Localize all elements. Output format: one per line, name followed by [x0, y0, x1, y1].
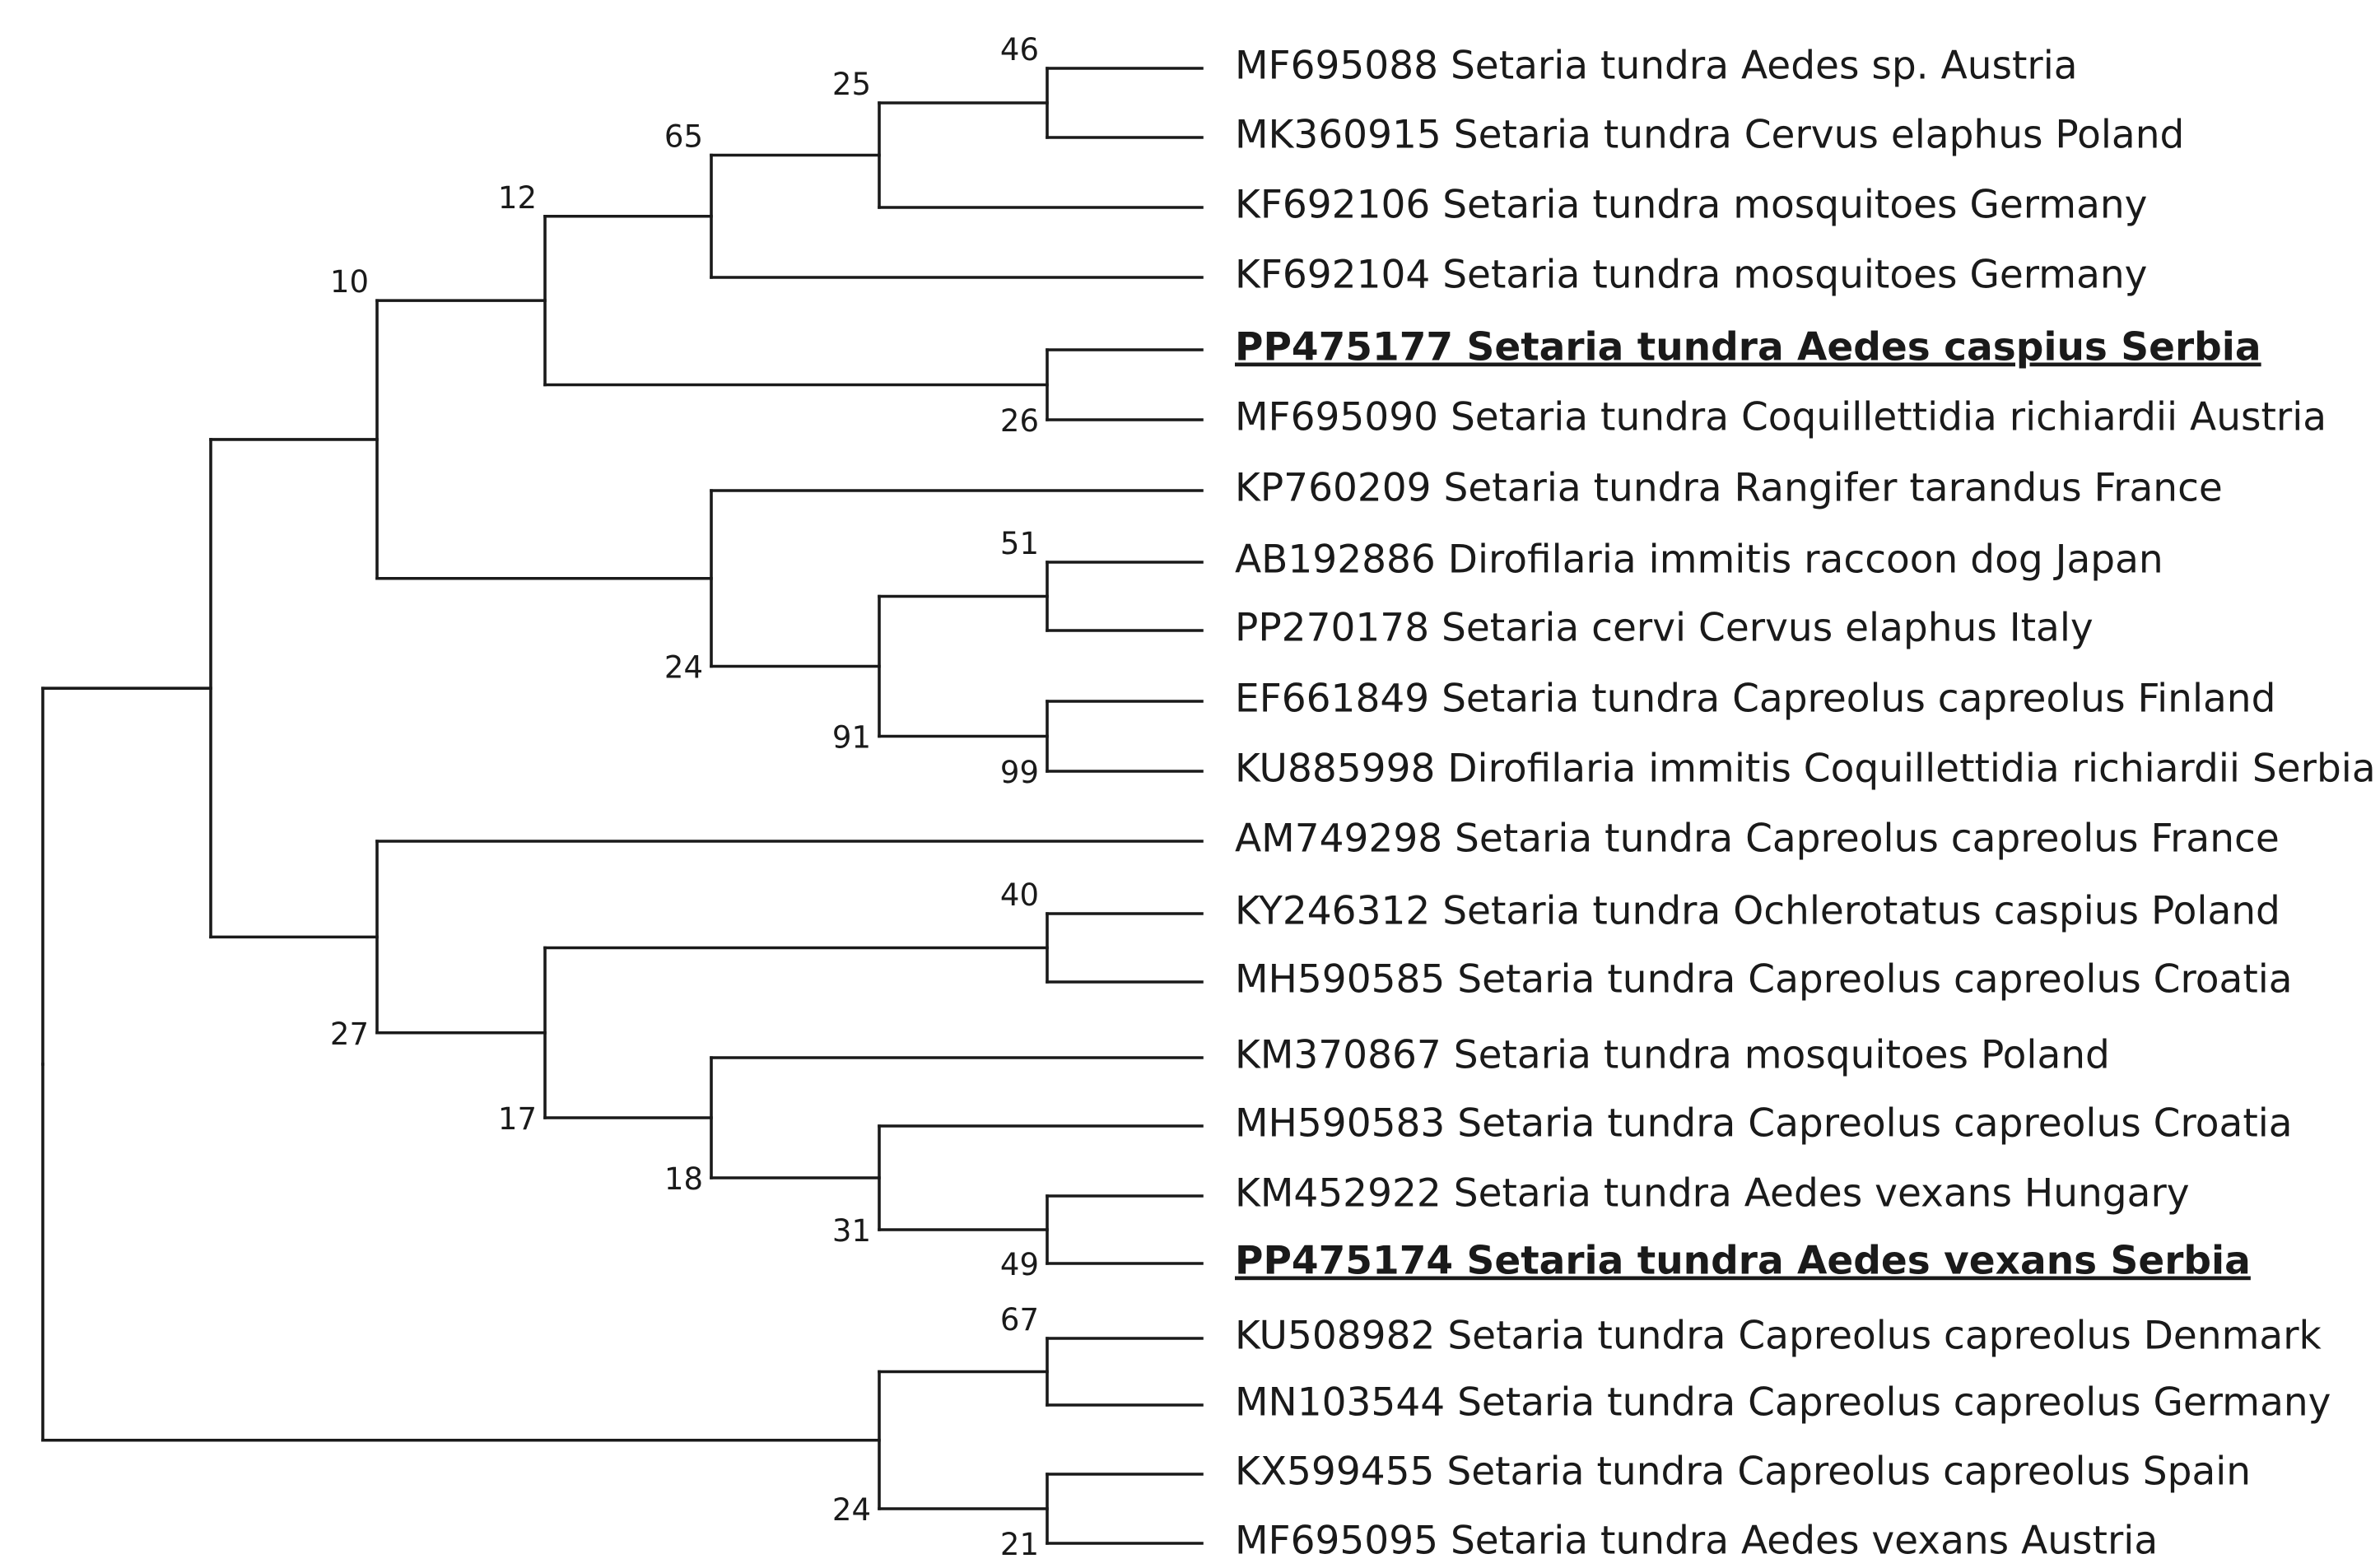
bootstrap-value: 18	[664, 1161, 703, 1197]
bootstrap-value: 24	[664, 650, 703, 686]
taxon-label: KX599455 Setaria tundra Capreolus capreo…	[1235, 1449, 2251, 1495]
taxon-label: MK360915 Setaria tundra Cervus elaphus P…	[1235, 113, 2184, 158]
taxon-label: KP760209 Setaria tundra Rangifer tarandu…	[1235, 466, 2223, 511]
bootstrap-value: 17	[498, 1101, 537, 1137]
bootstrap-value: 99	[1000, 755, 1039, 790]
taxon-label: MN103544 Setaria tundra Capreolus capreo…	[1235, 1380, 2331, 1426]
tree-branches	[41, 67, 1204, 1545]
bootstrap-value: 51	[1000, 526, 1039, 561]
taxon-labels: MF695088 Setaria tundra Aedes sp. Austri…	[1235, 44, 2376, 1564]
bootstrap-value: 26	[1000, 403, 1039, 439]
bootstrap-value: 91	[832, 720, 871, 756]
bootstrap-value: 12	[498, 180, 537, 216]
taxon-label: PP270178 Setaria cervi Cervus elaphus It…	[1235, 606, 2094, 651]
bootstrap-value: 21	[1000, 1527, 1039, 1562]
bootstrap-value: 25	[832, 67, 871, 102]
taxon-label: KM452922 Setaria tundra Aedes vexans Hun…	[1235, 1171, 2190, 1217]
bootstrap-value: 27	[330, 1017, 369, 1052]
taxon-label: MH590583 Setaria tundra Capreolus capreo…	[1235, 1101, 2293, 1147]
bootstrap-values: 46 25 65 26 12 51 99 91 24 10 40 49 31 18 17 27 67 21 24	[330, 32, 1039, 1562]
taxon-label: MF695090 Setaria tundra Coquillettidia r…	[1235, 395, 2326, 440]
taxon-label: MH590585 Setaria tundra Capreolus capreo…	[1235, 957, 2293, 1003]
bootstrap-value: 31	[832, 1213, 871, 1249]
taxon-label: AB192886 Dirofilaria immitis raccoon dog…	[1235, 537, 2163, 583]
bootstrap-value: 49	[1000, 1247, 1039, 1282]
taxon-label: KF692106 Setaria tundra mosquitoes Germa…	[1235, 183, 2147, 228]
bootstrap-value: 46	[1000, 32, 1039, 67]
taxon-label: KU885998 Dirofilaria immitis Coquilletti…	[1235, 747, 2376, 792]
taxon-label: EF661849 Setaria tundra Capreolus capreo…	[1235, 677, 2275, 722]
bootstrap-value: 67	[1000, 1302, 1039, 1338]
taxon-label: KF692104 Setaria tundra mosquitoes Germa…	[1235, 253, 2147, 298]
bootstrap-value: 24	[832, 1492, 871, 1528]
bootstrap-value: 40	[1000, 877, 1039, 913]
bootstrap-value: 65	[664, 119, 703, 155]
taxon-label: KM370867 Setaria tundra mosquitoes Polan…	[1235, 1033, 2110, 1078]
taxon-label-highlighted: PP475177 Setaria tundra Aedes caspius Se…	[1235, 325, 2261, 370]
taxon-label: MF695088 Setaria tundra Aedes sp. Austri…	[1235, 44, 2078, 89]
taxon-label: KY246312 Setaria tundra Ochlerotatus cas…	[1235, 889, 2280, 934]
taxon-label: AM749298 Setaria tundra Capreolus capreo…	[1235, 817, 2280, 862]
taxon-label: MF695095 Setaria tundra Aedes vexans Aus…	[1235, 1519, 2158, 1564]
taxon-label-highlighted: PP475174 Setaria tundra Aedes vexans Ser…	[1235, 1239, 2251, 1284]
taxon-label: KU508982 Setaria tundra Capreolus capreo…	[1235, 1314, 2322, 1359]
bootstrap-value: 10	[330, 264, 369, 300]
